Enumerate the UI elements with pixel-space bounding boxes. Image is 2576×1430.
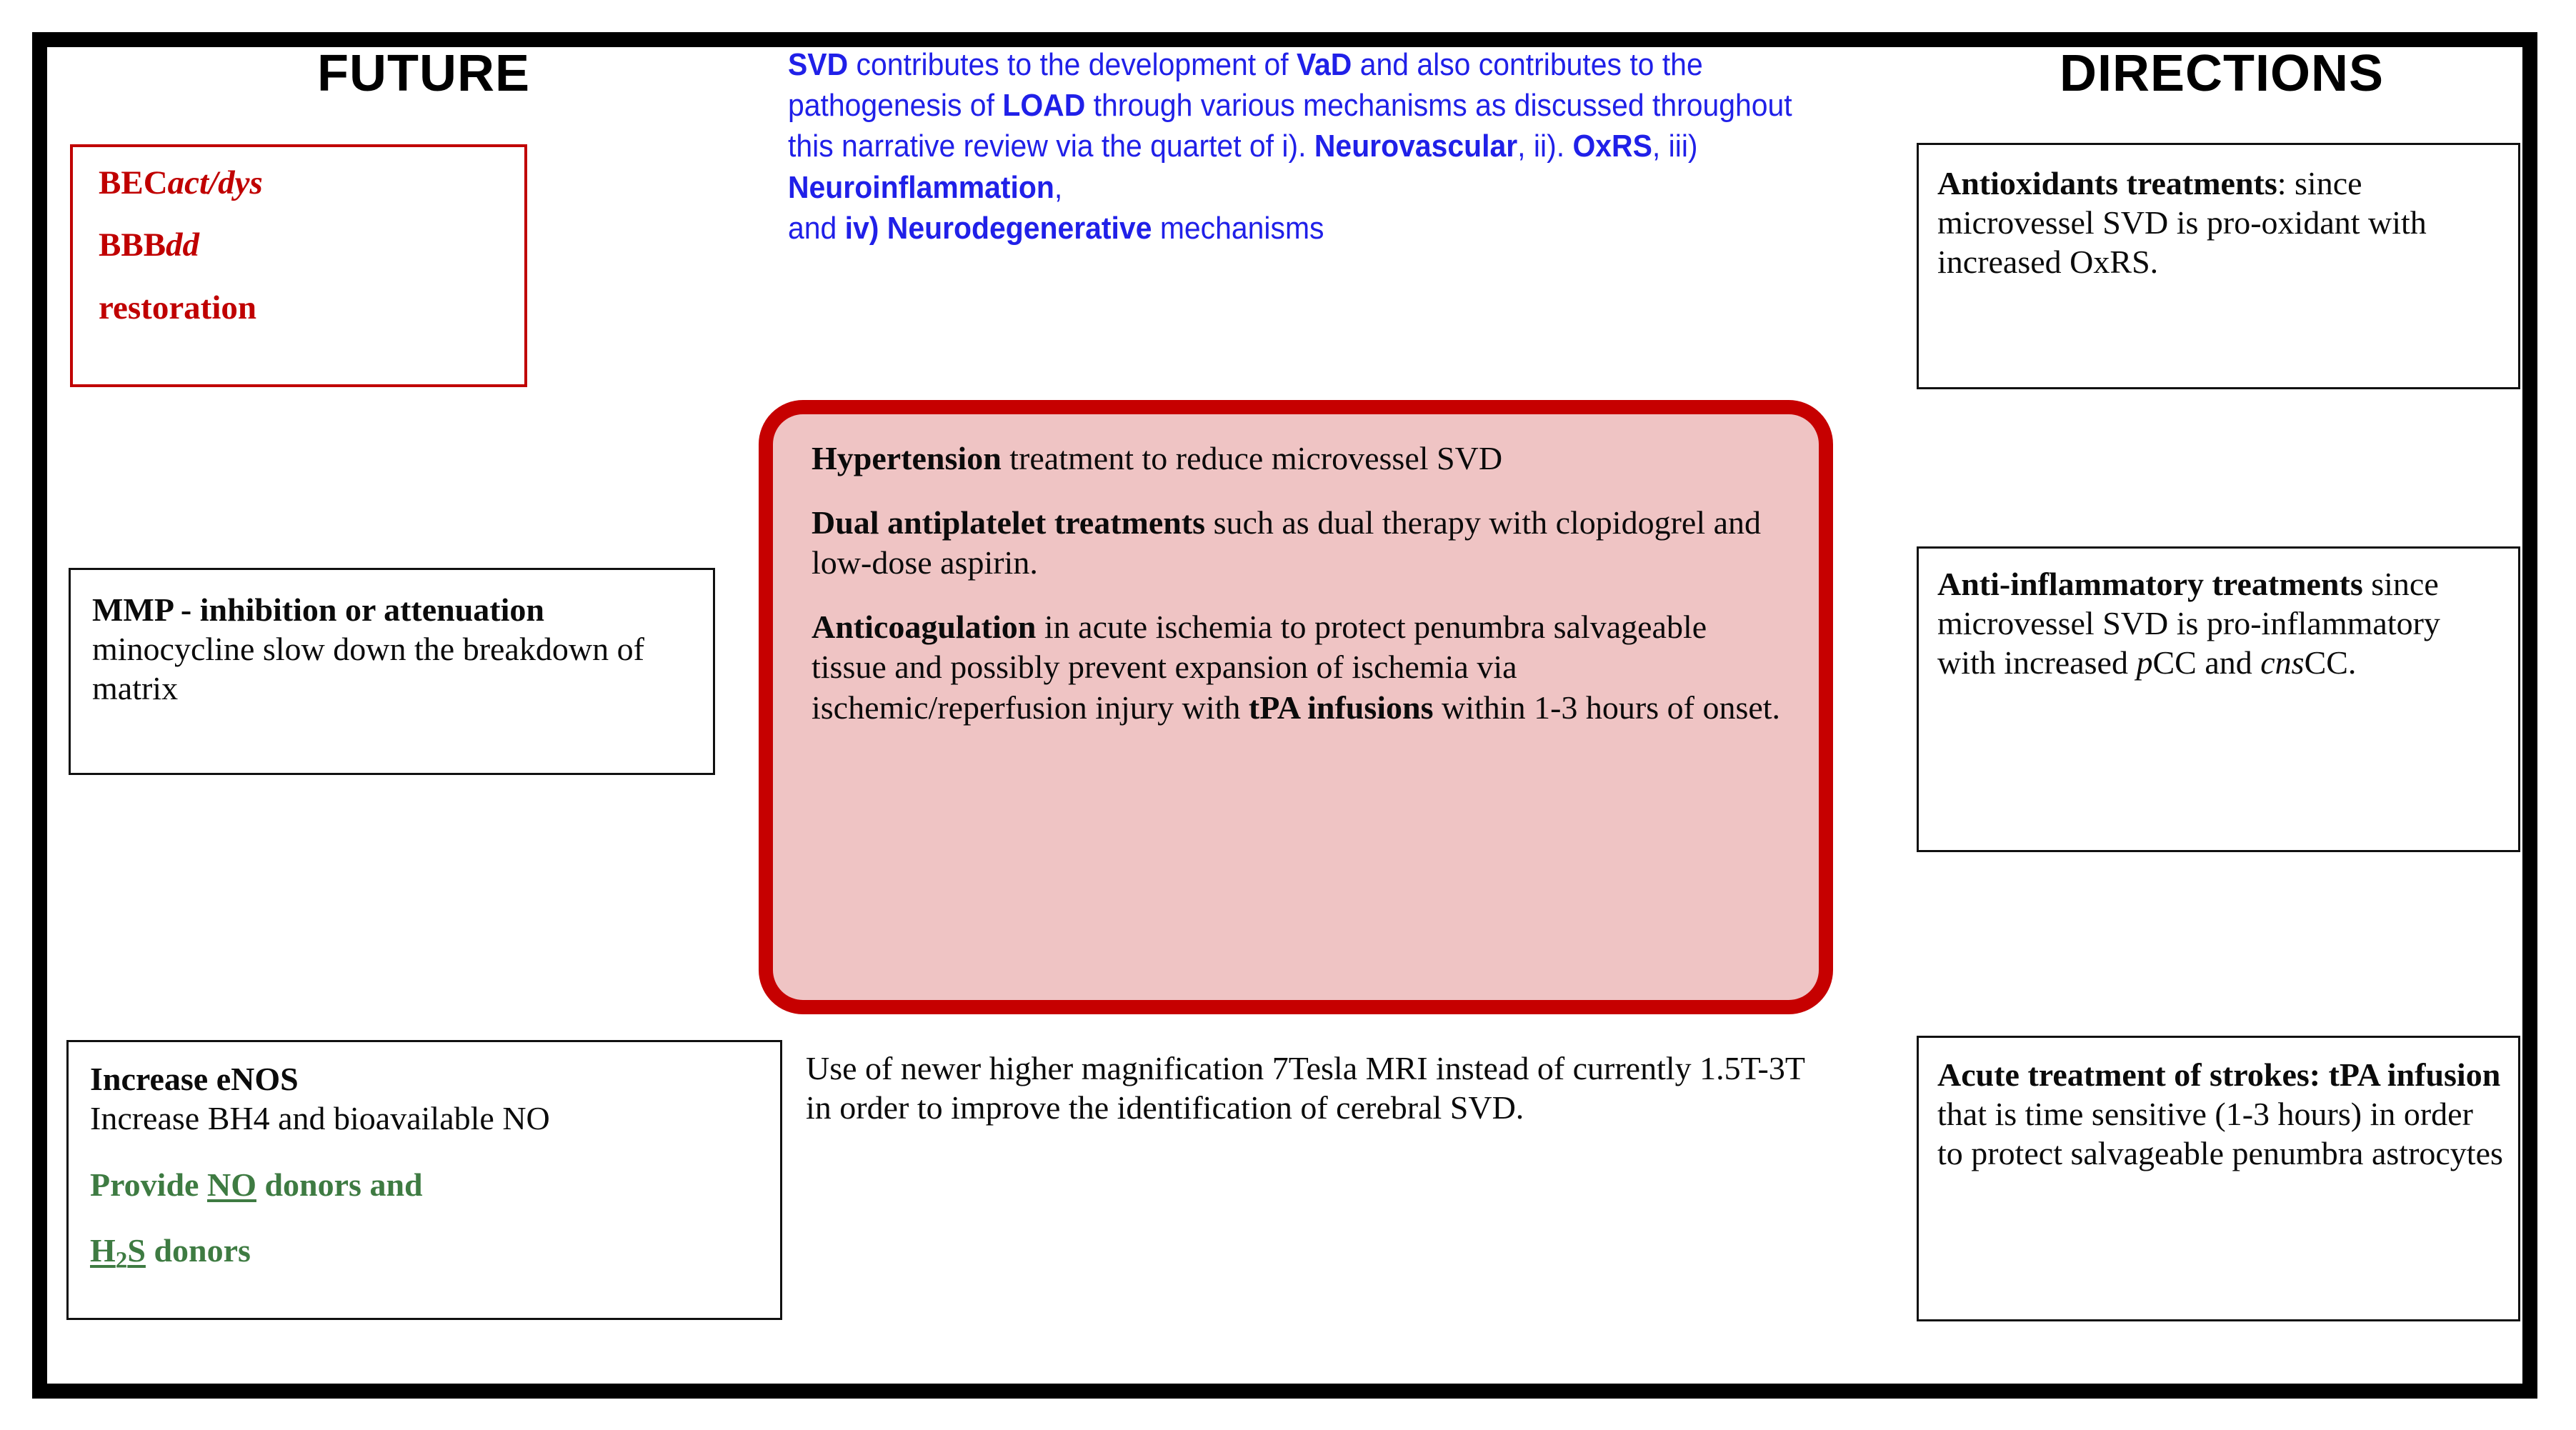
bec-bold: BEC xyxy=(99,164,168,201)
blue-oxrs: OxRS xyxy=(1572,129,1652,164)
h2s-sub2: 2 xyxy=(115,1246,128,1274)
mmp-inhibition-box: MMP - inhibition or attenuation minocycl… xyxy=(69,568,715,775)
hypertension-bold: Hypertension xyxy=(812,440,1002,476)
left-column-title: FUTURE xyxy=(317,45,530,102)
pcc-italic-p: p xyxy=(2136,644,2153,681)
blue-seg2: contributes to the development of xyxy=(848,47,1297,82)
restoration-line: restoration xyxy=(99,289,257,326)
acute-stroke-rest: that is time sensitive (1-3 hours) in or… xyxy=(1937,1096,2503,1172)
mmp-text: MMP - inhibition or attenuation minocycl… xyxy=(71,570,713,709)
anti-inflammatory-bold-lead: Anti-inflammatory treatments xyxy=(1937,566,2363,602)
blue-seg8: , ii). xyxy=(1517,129,1573,164)
dual-antiplatelet-bold: Dual antiplatelet treatments xyxy=(812,504,1206,541)
cnscc-italic-cns: cns xyxy=(2260,644,2305,681)
bec-bbb-restoration-text: BECact/dys BBBdd restoration xyxy=(73,147,524,326)
no-donors-line: Provide NO donors and xyxy=(90,1166,763,1204)
blue-seg13: and xyxy=(788,210,845,246)
h2s-s: S xyxy=(127,1231,146,1269)
enos-heading: Increase eNOS xyxy=(90,1061,299,1097)
increase-enos-box: Increase eNOS Increase BH4 and bioavaila… xyxy=(66,1040,782,1320)
pcc-after: CC and xyxy=(2152,644,2261,681)
blue-neuroinflammation: Neuroinflammation xyxy=(788,169,1054,205)
blue-seg15: mechanisms xyxy=(1152,210,1324,246)
anticoagulation-mid: in acute ischemia to protect penumbra sa… xyxy=(812,609,1707,726)
blue-seg12: , xyxy=(1054,169,1063,205)
bec-line: BECact/dys xyxy=(99,164,524,201)
cnscc-after: CC. xyxy=(2304,644,2357,681)
mmp-rest: minocycline slow down the breakdown of m… xyxy=(92,631,644,707)
acute-stroke-text: Acute treatment of strokes: tPA infusion… xyxy=(1919,1038,2518,1174)
acute-stroke-bold-lead: Acute treatment of strokes: tPA infusion xyxy=(1937,1056,2501,1093)
anti-inflammatory-text: Anti-inflammatory treatments since micro… xyxy=(1919,549,2518,683)
no-donors-post: donors and xyxy=(256,1166,423,1204)
svd-vad-load-blue-paragraph: SVD contributes to the development of Va… xyxy=(788,44,1824,249)
hypertension-paragraph: Hypertension treatment to reduce microve… xyxy=(812,439,1782,479)
h2s-donors-post: donors xyxy=(145,1231,251,1269)
acute-stroke-treatment-box: Acute treatment of strokes: tPA infusion… xyxy=(1917,1036,2520,1321)
tpa-infusions-bold: tPA infusions xyxy=(1248,689,1434,726)
antioxidants-text: Antioxidants treatments: since microvess… xyxy=(1919,145,2518,282)
no-underlined: NO xyxy=(206,1166,256,1204)
blue-load: LOAD xyxy=(1002,88,1086,124)
mri-note-paragraph: Use of newer higher magnification 7Tesla… xyxy=(806,1050,1805,1126)
bbb-line: BBBdd xyxy=(99,228,524,263)
dual-antiplatelet-rest: such as dual therapy with clopidogrel an… xyxy=(812,504,1762,581)
anticoagulation-end: within 1-3 hours of onset. xyxy=(1433,689,1781,726)
anti-inflammatory-mid: since microvessel SVD is pro-inflammator… xyxy=(1937,566,2440,681)
blue-seg4: and also contributes to the pathogenesis… xyxy=(788,47,1703,124)
right-column-title: DIRECTIONS xyxy=(2059,45,2385,102)
bec-italic: act/dys xyxy=(167,164,263,201)
blue-vad: VaD xyxy=(1296,47,1352,82)
h2s-donors-line: H2S donors xyxy=(90,1232,763,1273)
anticoagulation-bold: Anticoagulation xyxy=(812,609,1037,646)
blue-seg10: , iii) xyxy=(1652,129,1698,164)
bbb-bold: BBB xyxy=(99,226,166,264)
blue-neurovascular: Neurovascular xyxy=(1314,129,1518,164)
enos-line2: Increase BH4 and bioavailable NO xyxy=(90,1100,550,1137)
blue-svd: SVD xyxy=(788,47,849,82)
treatment-callout-box: Hypertension treatment to reduce microve… xyxy=(759,400,1833,1014)
blue-seg6: through various mechanisms as discussed … xyxy=(788,88,1792,164)
bec-bbb-restoration-box: BECact/dys BBBdd restoration xyxy=(70,144,527,387)
dual-antiplatelet-paragraph: Dual antiplatelet treatments such as dua… xyxy=(812,503,1782,583)
bbb-italic: dd xyxy=(166,226,200,264)
h2s-h: H xyxy=(90,1231,116,1269)
anticoagulation-paragraph: Anticoagulation in acute ischemia to pro… xyxy=(812,607,1782,727)
antioxidants-treatments-box: Antioxidants treatments: since microvess… xyxy=(1917,143,2520,389)
hypertension-rest: treatment to reduce microvessel SVD xyxy=(1001,440,1503,476)
anti-inflammatory-treatments-box: Anti-inflammatory treatments since micro… xyxy=(1917,546,2520,852)
mmp-bold-lead: MMP - inhibition or attenuation xyxy=(92,591,544,628)
blue-neurodegenerative: iv) Neurodegenerative xyxy=(844,210,1152,246)
no-donors-pre: Provide xyxy=(90,1166,207,1204)
antioxidants-rest: : since microvessel SVD is pro-oxidant w… xyxy=(1937,165,2427,281)
h2s-underlined: H2S xyxy=(90,1231,146,1273)
antioxidants-bold-lead: Antioxidants treatments xyxy=(1937,165,2277,201)
